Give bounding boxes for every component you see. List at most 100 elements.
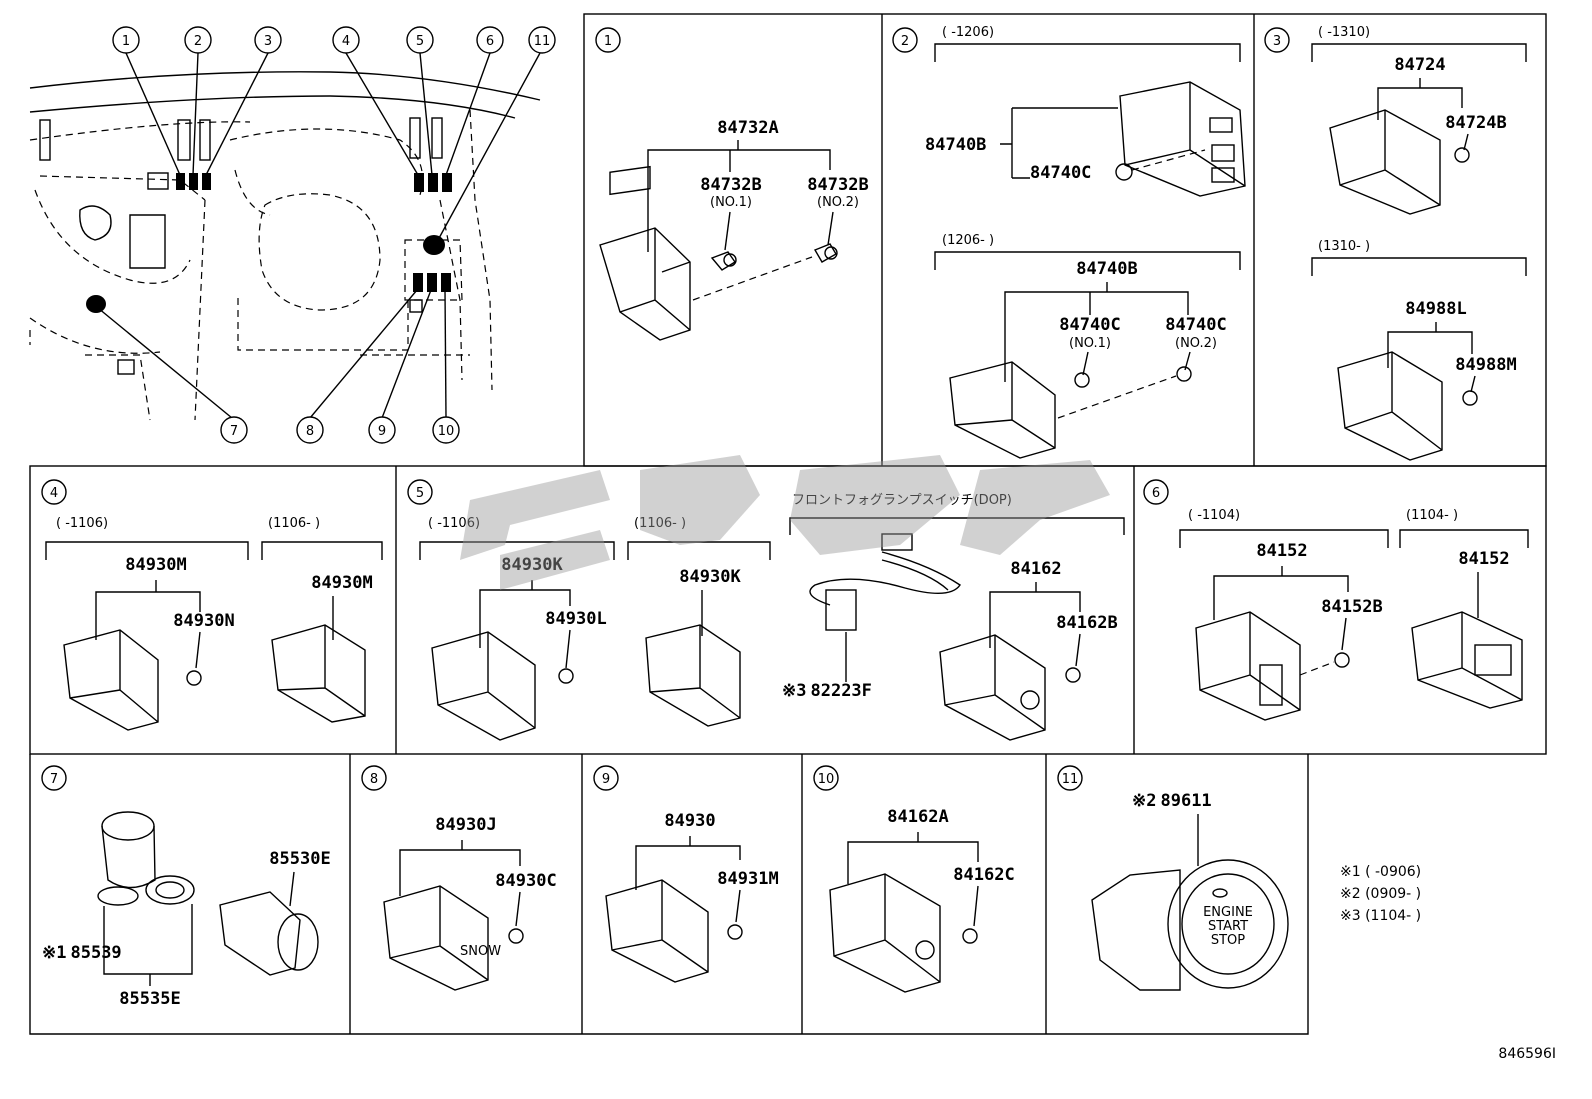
panel-6-badge: 6 [1143, 479, 1169, 505]
part-84930J[interactable]: 84930J [435, 815, 496, 835]
panel-4-badge: 4 [41, 479, 67, 505]
panel-3-badge: 3 [1264, 27, 1290, 53]
part-84988M[interactable]: 84988M [1455, 355, 1516, 375]
panel-7-badge: 7 [41, 765, 67, 791]
svg-text:10: 10 [818, 772, 835, 787]
part-84732B-no1[interactable]: 84732B [700, 175, 761, 195]
part-84724B[interactable]: 84724B [1445, 113, 1506, 133]
callout-7[interactable]: 7 [220, 416, 248, 444]
part-84930K-early[interactable]: 84930K [501, 555, 563, 575]
panel-10: 10 84162A 84162C [813, 765, 1015, 993]
svg-text:(1106- ): (1106- ) [634, 516, 686, 531]
part-84732B-no2[interactable]: 84732B [807, 175, 868, 195]
switch-84930M-late-drawing [271, 624, 366, 723]
part-84930N[interactable]: 84930N [173, 611, 234, 631]
callout-10[interactable]: 10 [432, 416, 460, 444]
part-84162A[interactable]: 84162A [887, 807, 948, 827]
callout-4[interactable]: 4 [332, 26, 360, 54]
panel-6: 6 ( -1104) (1104- ) 84152 84152B 84152 [1143, 479, 1529, 721]
svg-text:(1310- ): (1310- ) [1318, 239, 1370, 254]
svg-text:SNOW: SNOW [460, 944, 501, 959]
callout-5[interactable]: 5 [406, 26, 434, 54]
svg-text:フロントフォグランプスイッチ(DOP): フロントフォグランプスイッチ(DOP) [792, 493, 1012, 508]
part-84162[interactable]: 84162 [1010, 559, 1061, 579]
clip-icon [710, 251, 737, 271]
svg-text:4: 4 [342, 34, 350, 49]
part-84740B-late[interactable]: 84740B [1076, 259, 1137, 279]
part-85535E[interactable]: 85535E [119, 989, 180, 1009]
panel-1-badge: 1 [595, 27, 621, 53]
switch-84732A-drawing [599, 165, 691, 341]
svg-text:( -1206): ( -1206) [942, 25, 994, 40]
callout-2[interactable]: 2 [184, 26, 212, 54]
clip-icon [1334, 652, 1350, 668]
clip-icon [1462, 390, 1478, 406]
part-84988L[interactable]: 84988L [1405, 299, 1466, 319]
clip-icon [727, 924, 743, 940]
svg-text:2: 2 [901, 34, 909, 49]
callout-8[interactable]: 8 [296, 416, 324, 444]
svg-text:(1206- ): (1206- ) [942, 233, 994, 248]
panel-4: 4 ( -1106) (1106- ) 84930M 84930N 84930M [41, 479, 383, 731]
svg-text:6: 6 [486, 34, 494, 49]
part-84740B-early[interactable]: 84740B [925, 135, 986, 155]
callout-9[interactable]: 9 [368, 416, 396, 444]
part-84740C-early[interactable]: 84740C [1030, 163, 1091, 183]
part-85530E[interactable]: 85530E [269, 849, 330, 869]
part-84930M-late[interactable]: 84930M [311, 573, 372, 593]
part-84152B[interactable]: 84152B [1321, 597, 1382, 617]
callout-11[interactable]: 11 [528, 26, 556, 54]
svg-text:4: 4 [50, 486, 58, 501]
svg-text:6: 6 [1152, 486, 1160, 501]
part-84740C-no2[interactable]: 84740C [1165, 315, 1226, 335]
svg-text:8: 8 [370, 772, 378, 787]
cap-drawing [97, 886, 139, 906]
part-84930K-late[interactable]: 84930K [679, 567, 741, 587]
clip-icon [1065, 667, 1081, 683]
panel-5: 5 ( -1106) (1106- ) フロントフォグランプスイッチ(DOP) … [407, 479, 1125, 741]
part-84152-early[interactable]: 84152 [1256, 541, 1307, 561]
svg-text:11: 11 [534, 34, 551, 49]
svg-text:※1 ( -0906): ※1 ( -0906) [1340, 864, 1421, 880]
switch-84930K-late-drawing [645, 624, 741, 727]
part-84930M-early[interactable]: 84930M [125, 555, 186, 575]
part-84930[interactable]: 84930 [664, 811, 715, 831]
switch-84930-drawing [605, 879, 709, 983]
svg-text:(NO.2): (NO.2) [1175, 336, 1217, 351]
svg-text:8: 8 [306, 424, 314, 439]
part-84740C-no1[interactable]: 84740C [1059, 315, 1120, 335]
switch-84930M-drawing [63, 629, 159, 731]
part-84724[interactable]: 84724 [1394, 55, 1445, 75]
part-84930L[interactable]: 84930L [545, 609, 606, 629]
part-84162C[interactable]: 84162C [953, 865, 1014, 885]
part-84162B[interactable]: 84162B [1056, 613, 1117, 633]
clip-icon [186, 670, 202, 686]
part-84152-late[interactable]: 84152 [1458, 549, 1509, 569]
switch-84162A-drawing [829, 873, 941, 993]
panel-9-badge: 9 [593, 765, 619, 791]
part-84732A[interactable]: 84732A [717, 118, 778, 138]
svg-text:5: 5 [416, 486, 424, 501]
clip-icon [1074, 372, 1090, 388]
callout-6[interactable]: 6 [476, 26, 504, 54]
switch-84930J-drawing: SNOW [383, 885, 501, 991]
part-84931M[interactable]: 84931M [717, 869, 778, 889]
svg-text:ENGINE: ENGINE [1203, 905, 1253, 920]
svg-text:( -1106): ( -1106) [56, 516, 108, 531]
watermark-logo [460, 455, 1110, 590]
svg-text:10: 10 [438, 424, 455, 439]
part-84930C[interactable]: 84930C [495, 871, 556, 891]
clip-icon [962, 928, 978, 944]
wire-harness-drawing [809, 533, 961, 631]
panel-10-badge: 10 [813, 765, 839, 791]
callout-3[interactable]: 3 [254, 26, 282, 54]
callout-1[interactable]: 1 [112, 26, 140, 54]
svg-text:2: 2 [194, 34, 202, 49]
svg-text:※3 (1104- ): ※3 (1104- ) [1340, 908, 1421, 924]
footnotes: ※1 ( -0906) ※2 (0909- ) ※3 (1104- ) [1340, 864, 1421, 924]
